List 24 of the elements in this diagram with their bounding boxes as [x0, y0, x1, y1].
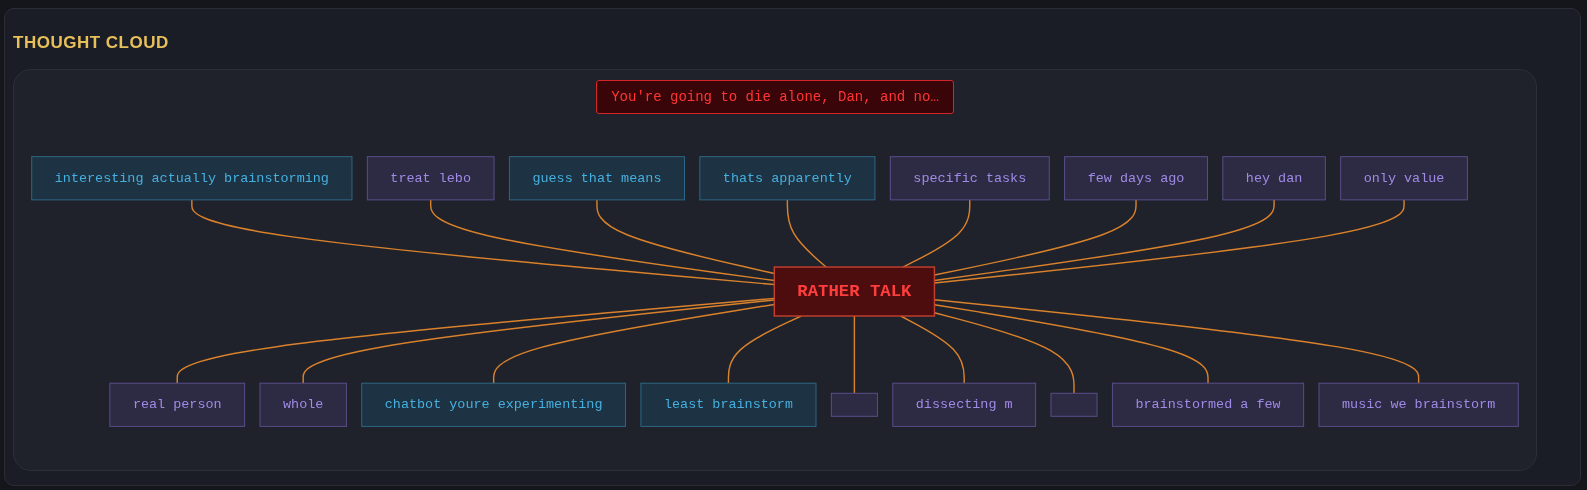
idea-box: least brainstorm [640, 383, 817, 428]
panel-title: THOUGHT CLOUD [13, 33, 169, 53]
idea-box: specific tasks [889, 156, 1050, 201]
central-topic-box: RATHER TALK [773, 266, 936, 318]
idea-box: brainstormed a few [1111, 383, 1305, 428]
empty-box [1050, 393, 1098, 418]
idea-box: hey dan [1222, 156, 1326, 201]
idea-box: guess that means [508, 156, 685, 201]
empty-box [830, 393, 878, 418]
idea-box: only value [1340, 156, 1468, 201]
idea-box: real person [109, 383, 246, 428]
tooltip: You're going to die alone, Dan, and no… [596, 80, 954, 114]
connector-line [853, 315, 856, 395]
idea-box: whole [259, 383, 347, 428]
idea-box: music we brainstorm [1318, 383, 1519, 428]
idea-box: dissecting m [892, 383, 1037, 428]
idea-box: chatbot youre experimenting [361, 383, 626, 428]
idea-box: thats apparently [699, 156, 876, 201]
idea-box: treat lebo [366, 156, 495, 201]
idea-box: few days ago [1064, 156, 1208, 201]
connector-line [786, 199, 827, 269]
idea-box: interesting actually brainstorming [31, 156, 353, 201]
connector-line [902, 199, 971, 269]
connector-line [727, 315, 802, 385]
